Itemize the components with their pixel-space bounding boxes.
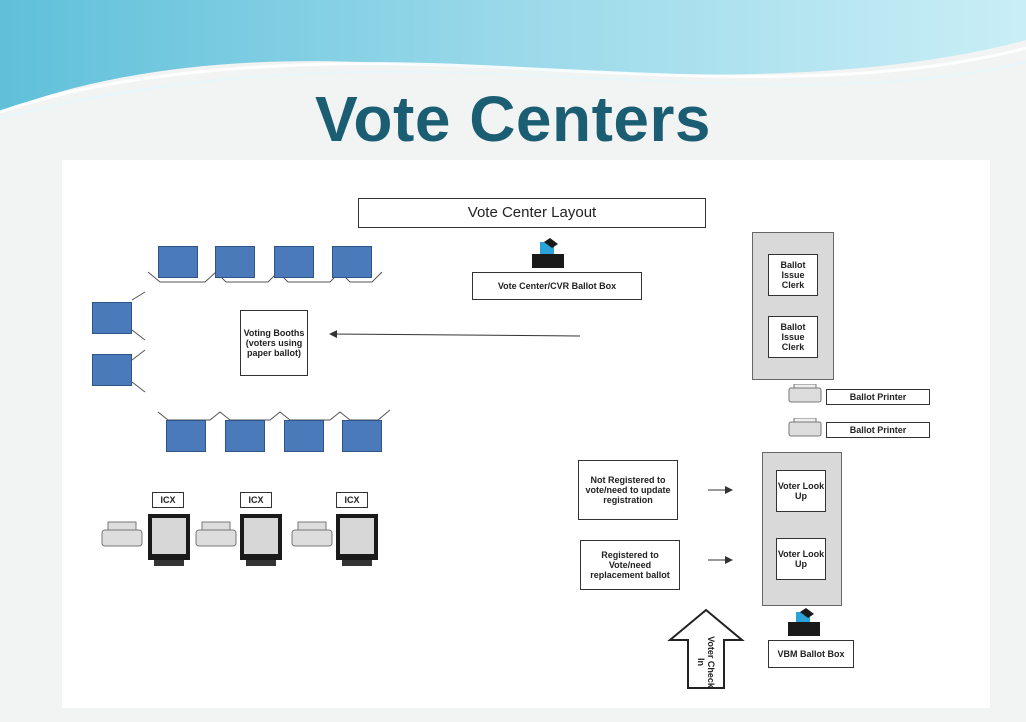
voting-booths-label: Voting Booths (voters using paper ballot… [240,310,308,376]
voter-lookup-box: Voter Look Up [776,470,826,512]
printer-icon [101,521,143,547]
not-registered-box: Not Registered to vote/need to update re… [578,460,678,520]
registered-box: Registered to Vote/need replacement ball… [580,540,680,590]
icx-label: ICX [336,492,368,508]
header-banner [0,0,1026,119]
voting-booth [274,246,314,278]
ballot-issue-clerk: Ballot Issue Clerk [768,254,818,296]
printer-icon [788,384,822,403]
voting-booth [342,420,382,452]
printer-icon [195,521,237,547]
voting-booth [166,420,206,452]
voting-booth [332,246,372,278]
vbm-ballot-box: VBM Ballot Box [768,640,854,668]
slide-title: Vote Centers [314,83,712,155]
check-in-label: Voter Check In [696,636,716,688]
printer-icon [788,418,822,437]
monitor-icon [148,514,190,566]
icx-label: ICX [240,492,272,508]
ballot-printer-label: Ballot Printer [826,422,930,438]
voting-booth [215,246,255,278]
voter-lookup-box: Voter Look Up [776,538,826,580]
diagram-title: Vote Center Layout [358,198,706,228]
monitor-icon [336,514,378,566]
voting-booth [225,420,265,452]
voting-booth [92,354,132,386]
voting-booth [158,246,198,278]
ballot-issue-clerk: Ballot Issue Clerk [768,316,818,358]
voting-booth [284,420,324,452]
icx-stations [101,514,378,566]
vote-center-box: Vote Center/CVR Ballot Box [472,272,642,300]
ballot-box-icon [532,238,564,268]
printer-icon [291,521,333,547]
icx-label: ICX [152,492,184,508]
ballot-printer-label: Ballot Printer [826,389,930,405]
voting-booth [92,302,132,334]
monitor-icon [240,514,282,566]
ballot-box-icon [788,608,820,636]
